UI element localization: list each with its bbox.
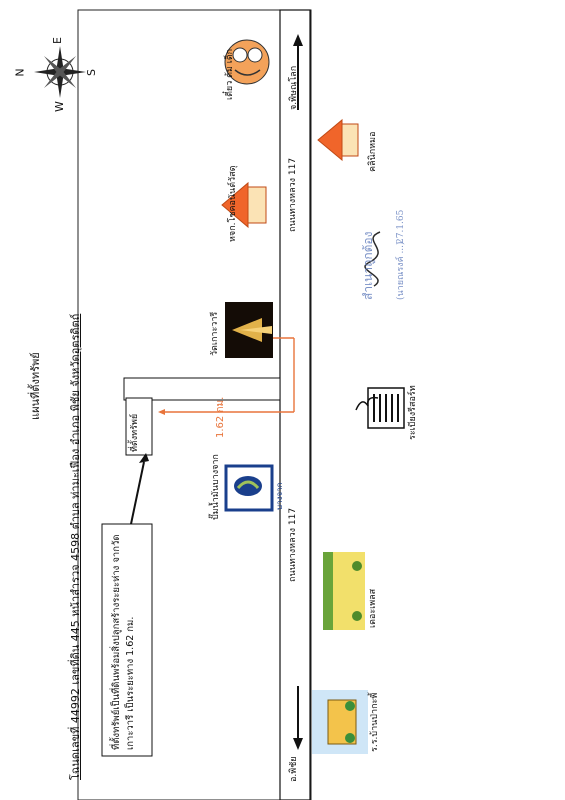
label-gas-station: ปั๊มน้ำมันบางจาก bbox=[211, 454, 221, 520]
direction-pitsanulok: จ.พิษณุโลก bbox=[289, 65, 299, 110]
resort-icon bbox=[355, 387, 405, 429]
field-scene-icon bbox=[323, 552, 365, 630]
temple-photo bbox=[225, 302, 273, 358]
school-building-icon bbox=[312, 690, 368, 754]
compass-n: N bbox=[13, 68, 27, 77]
property-label: ที่ตั้งทรัพย์ bbox=[130, 413, 140, 452]
route-arrowhead-left bbox=[158, 409, 165, 415]
label-restaurant: เตี๋ยว ต้ม เด็ก bbox=[225, 48, 235, 100]
distance-label: 1.62 กม. bbox=[215, 396, 226, 438]
label-field: เดอะเพลส bbox=[368, 588, 378, 628]
road-top-label: ถนนทางหลวง 117 bbox=[288, 157, 298, 232]
compass-s: S bbox=[84, 69, 98, 76]
label-resort: ระเบียงรีสอร์ท bbox=[408, 385, 418, 440]
description-text: ที่ตั้งทรัพย์เป็นที่ดินพร้อมสิ่งปลูกสร้า… bbox=[111, 534, 136, 751]
map-title-line: โฉนดเลขที่ 44992 เลขที่ดิน 445 หน้าสำรวจ… bbox=[69, 313, 82, 780]
side-road bbox=[123, 377, 281, 401]
hardware-store-house-icon bbox=[221, 181, 267, 229]
highway-117 bbox=[279, 9, 311, 800]
compass-rose-icon bbox=[34, 46, 86, 98]
stamp-line2: (นายณรงค์ ...) bbox=[396, 241, 406, 300]
label-temple: วัดเกาะวารี bbox=[210, 311, 220, 356]
arrow-down-left bbox=[293, 686, 303, 750]
arrow-up-right bbox=[293, 34, 303, 110]
stamp-date: 27.1.65 bbox=[396, 209, 406, 244]
stamp-line1: สำเนาถูกต้อง bbox=[361, 231, 375, 301]
property-box bbox=[125, 397, 153, 456]
map-border bbox=[77, 9, 312, 800]
direction-phichai: อ.พิชัย bbox=[289, 756, 299, 782]
clinic-house-icon bbox=[317, 118, 359, 162]
label-school: ร.ร.บ้านป่ากะพี้ bbox=[370, 692, 380, 752]
bangchak-logo-icon bbox=[224, 464, 274, 512]
label-gas-brand: บางจาก bbox=[275, 482, 284, 511]
compass-w: W bbox=[52, 101, 66, 112]
road-bottom-label: ถนนทางหลวง 117 bbox=[288, 507, 298, 582]
label-hardware-store: หจก.โชคอนันต์วัสดุ bbox=[228, 165, 238, 242]
restaurant-mascot-icon bbox=[224, 39, 270, 85]
signature bbox=[364, 231, 381, 287]
compass-e: E bbox=[50, 37, 64, 44]
pointer-arrow bbox=[130, 461, 145, 525]
label-clinic: คลินิกหมอ bbox=[368, 131, 378, 172]
pointer-arrowhead bbox=[139, 453, 149, 463]
description-box bbox=[101, 523, 153, 757]
map-heading: แผนที่ตั้งทรัพย์ bbox=[29, 352, 42, 420]
